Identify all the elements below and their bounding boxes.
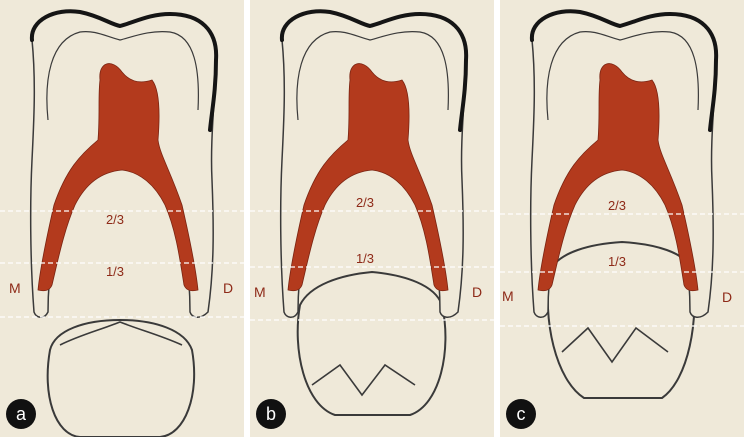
label-one-third: 1/3 (608, 254, 626, 269)
panel-badge-letter: b (266, 404, 276, 424)
tooth-diagram-c: 2/3 1/3 M D c (500, 0, 744, 437)
label-mesial: M (9, 280, 21, 296)
panel-b: 2/3 1/3 M D b (250, 0, 494, 437)
tooth-diagram-a: 2/3 1/3 M D a (0, 0, 244, 437)
successor-tooth-crown (48, 320, 195, 437)
label-two-thirds: 2/3 (106, 212, 124, 227)
successor-tooth-crown (298, 272, 446, 415)
label-one-third: 1/3 (356, 251, 374, 266)
label-distal: D (472, 284, 482, 300)
panel-badge-letter: a (16, 404, 27, 424)
label-mesial: M (502, 288, 514, 304)
panel-badge-letter: c (517, 404, 526, 424)
label-mesial: M (254, 284, 266, 300)
label-two-thirds: 2/3 (608, 198, 626, 213)
panel-a: 2/3 1/3 M D a (0, 0, 244, 437)
panel-c: 2/3 1/3 M D c (500, 0, 744, 437)
label-two-thirds: 2/3 (356, 195, 374, 210)
label-distal: D (722, 289, 732, 305)
label-distal: D (223, 280, 233, 296)
tooth-diagram-b: 2/3 1/3 M D b (250, 0, 494, 437)
label-one-third: 1/3 (106, 264, 124, 279)
